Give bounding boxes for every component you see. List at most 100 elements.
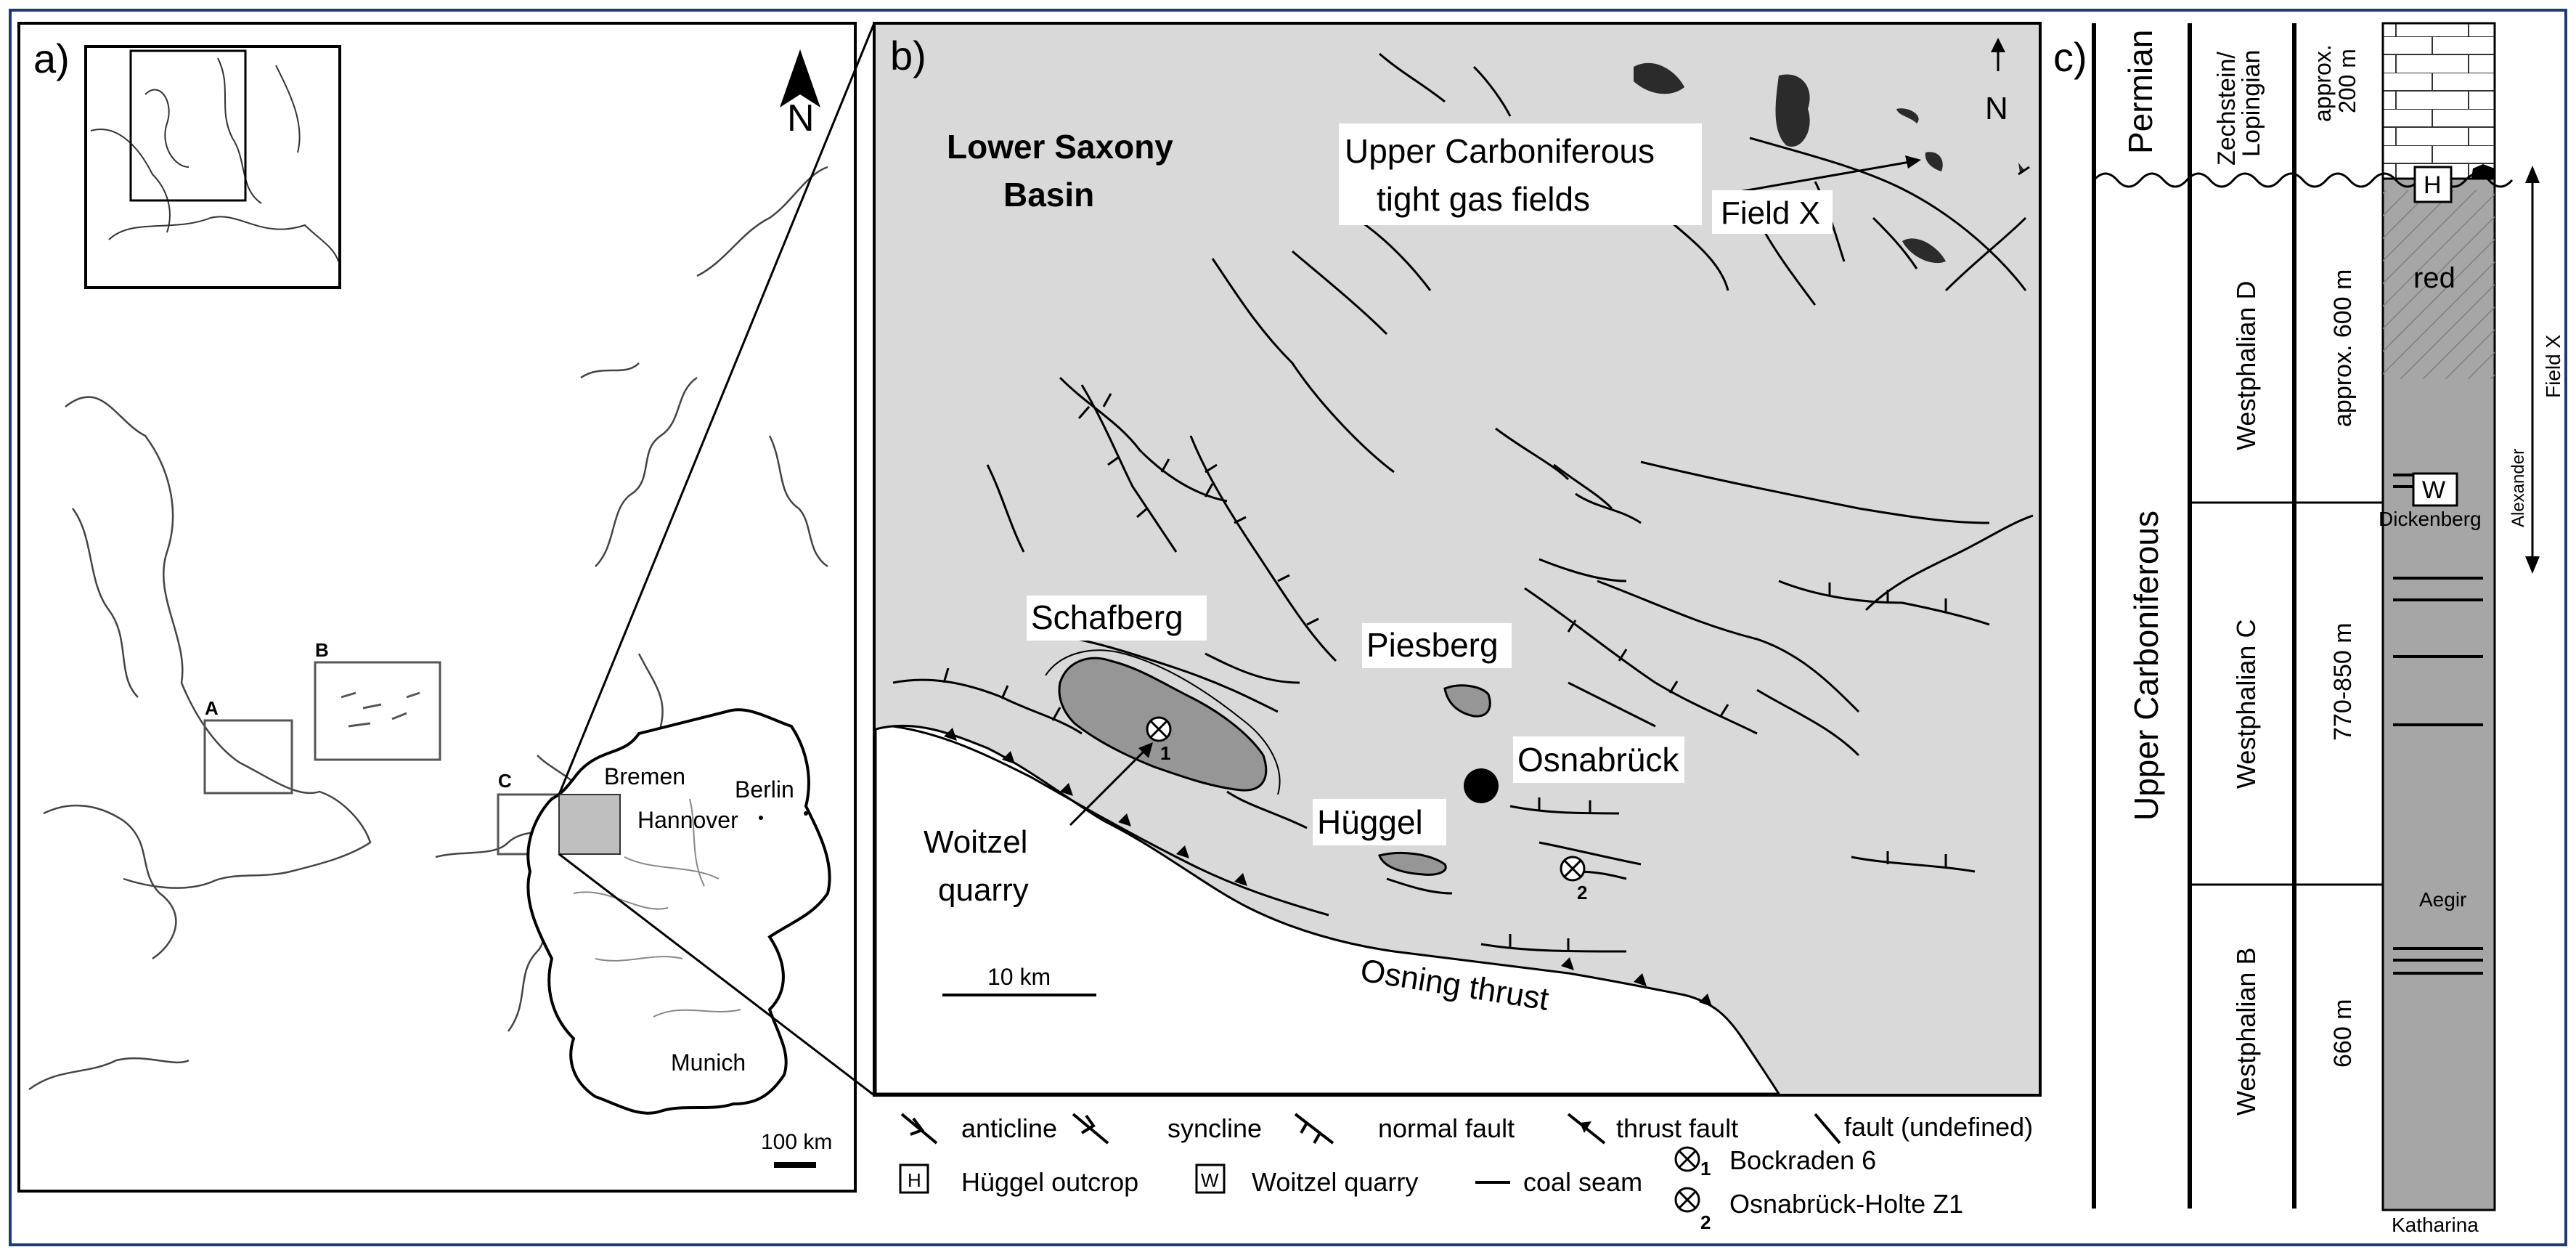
field-x-arrow (1721, 160, 1915, 196)
scale-bar-b-label: 10 km (987, 964, 1051, 990)
seam-alexander: Alexander (2508, 449, 2528, 527)
legend-well-1-symbol (1674, 1146, 1700, 1172)
locator-inset-box (129, 49, 247, 202)
gas-fields-label-line2: tight gas fields (1377, 180, 1590, 218)
woitzel-marker-box (2412, 472, 2458, 507)
basin-label-line2: Basin (1003, 176, 1094, 214)
field-x-range-label: Field X (2542, 335, 2564, 398)
schafberg-outer-contour (1045, 649, 1281, 795)
coastlines-a (28, 166, 828, 1091)
thickness-westphalian-d: approx. 600 m (2329, 269, 2357, 427)
scale-bar-a-label: 100 km (761, 1130, 832, 1154)
well-marker-1: 1 (1146, 716, 1172, 764)
legend-well-2-symbol (1674, 1187, 1700, 1213)
osning-thrust-line (892, 725, 1329, 917)
north-label-b: N (1985, 91, 2008, 126)
city-berlin: Berlin (735, 776, 794, 803)
legend-w-label: Woitzel quarry (1252, 1167, 1418, 1197)
legend-thrust-fault-symbol (1567, 1113, 1606, 1145)
hueggel-marker-letter: H (2424, 171, 2442, 199)
legend-well-2-label: Osnabrück-Holte Z1 (1729, 1189, 1963, 1219)
inset-box-c-label: C (498, 770, 512, 792)
thickness-zechstein-line2: 200 m (2334, 49, 2360, 113)
city-hannover: Hannover (637, 807, 738, 833)
legend-h-label: Hüggel outcrop (961, 1167, 1138, 1197)
legend-fault-undefined-label: fault (undefined) (1844, 1112, 2033, 1142)
legend-syncline-label: syncline (1167, 1113, 1262, 1143)
panel-b-label: b) (890, 33, 926, 78)
coal-seams (2393, 474, 2483, 975)
woitzel-marker-letter: W (2422, 476, 2445, 504)
gas-fields (1634, 62, 2024, 264)
panel-b: b) N (873, 22, 2042, 1097)
german-state-borders (573, 798, 741, 1018)
legend-w-box (1195, 1163, 1226, 1194)
stage-westphalian-d: Westphalian D (2231, 281, 2261, 450)
woitzel-label-line2: quarry (938, 872, 1029, 908)
legend-normal-fault-symbol (1294, 1113, 1334, 1145)
seam-dickenberg: Dickenberg (2379, 508, 2482, 530)
legend-h-box-letter: H (908, 1169, 921, 1191)
red-beds-label: red (2413, 262, 2455, 294)
stage-westphalian-b: Westphalian B (2231, 948, 2261, 1116)
legend-fault-undefined-symbol (1814, 1113, 1841, 1145)
lithology-zechstein (2381, 22, 2496, 180)
hueggel-marker-box (2413, 166, 2453, 203)
osnabrueck-dot (1464, 768, 1499, 803)
field-x-label: Field X (1721, 195, 1820, 231)
period-upper-carboniferous: Upper Carboniferous (2127, 511, 2165, 821)
north-arrow-a: N (780, 49, 820, 139)
city-bremen: Bremen (604, 763, 685, 789)
gas-fields-label-line1: Upper Carboniferous (1345, 132, 1655, 170)
woitzel-label-line1: Woitzel (924, 824, 1027, 860)
stage-zechstein-line2: Lopingian (2238, 50, 2265, 157)
legend-well-2-number: 2 (1700, 1211, 1711, 1233)
piesberg-label: Piesberg (1366, 626, 1499, 664)
inset-box-b-label: B (315, 639, 329, 661)
legend-well-1-number: 1 (1700, 1158, 1711, 1179)
column-dividers (2092, 23, 2296, 1209)
north-label-a: N (787, 97, 815, 139)
column-thin-dividers (2190, 501, 2383, 886)
woitzel-arrow (1069, 747, 1149, 826)
hueggel-label: Hüggel (1317, 803, 1423, 841)
stage-westphalian-c: Westphalian C (2231, 620, 2261, 789)
well-marker-2-number: 2 (1577, 882, 1587, 903)
well-marker-1-number: 1 (1160, 742, 1170, 764)
legend-thrust-fault-label: thrust fault (1616, 1113, 1738, 1143)
fold-ticks (942, 393, 1947, 951)
legend-syncline-symbol (1072, 1113, 1109, 1145)
panel-a: a) N (17, 22, 857, 1193)
panel-c-label: c) (2053, 34, 2087, 80)
legend-anticline-label: anticline (961, 1113, 1057, 1143)
hueggel-outcrop (1378, 851, 1447, 876)
inset-box-a-label: A (205, 697, 219, 719)
piesberg-outcrop (1443, 684, 1491, 718)
thickness-westphalian-b: 660 m (2329, 999, 2357, 1068)
inset-box-a: A (203, 697, 293, 795)
osning-thrust-ticks (944, 728, 1712, 1007)
stage-zechstein-line1: Zechstein/ (2213, 52, 2241, 166)
south-lowland (874, 724, 1781, 1095)
legend-normal-fault-label: normal fault (1378, 1113, 1515, 1143)
city-hannover-dot (759, 816, 763, 820)
europe-locator-map (84, 45, 341, 289)
lithology-red-beds (2383, 190, 2495, 379)
seam-aegir: Aegir (2419, 888, 2466, 911)
legend-w-box-letter: W (1201, 1169, 1219, 1191)
schafberg-label: Schafberg (1031, 598, 1183, 636)
thickness-westphalian-c: 770-850 m (2329, 622, 2357, 741)
legend-anticline-symbol (900, 1113, 938, 1145)
legend-well-1-label: Bockraden 6 (1729, 1145, 1876, 1175)
city-munich: Munich (671, 1049, 746, 1076)
period-permian: Permian (2121, 30, 2159, 154)
inset-box-b: B (314, 639, 441, 761)
legend: anticline syncline normal fault thrust f… (899, 1112, 2033, 1233)
basin-label-line1: Lower Saxony (947, 128, 1173, 166)
panel-a-label: a) (33, 36, 70, 81)
zoom-connectors (558, 23, 876, 1097)
city-berlin-dot (804, 811, 808, 816)
field-x-range-arrow (2525, 166, 2540, 574)
well-marker-2: 2 (1560, 856, 1587, 903)
